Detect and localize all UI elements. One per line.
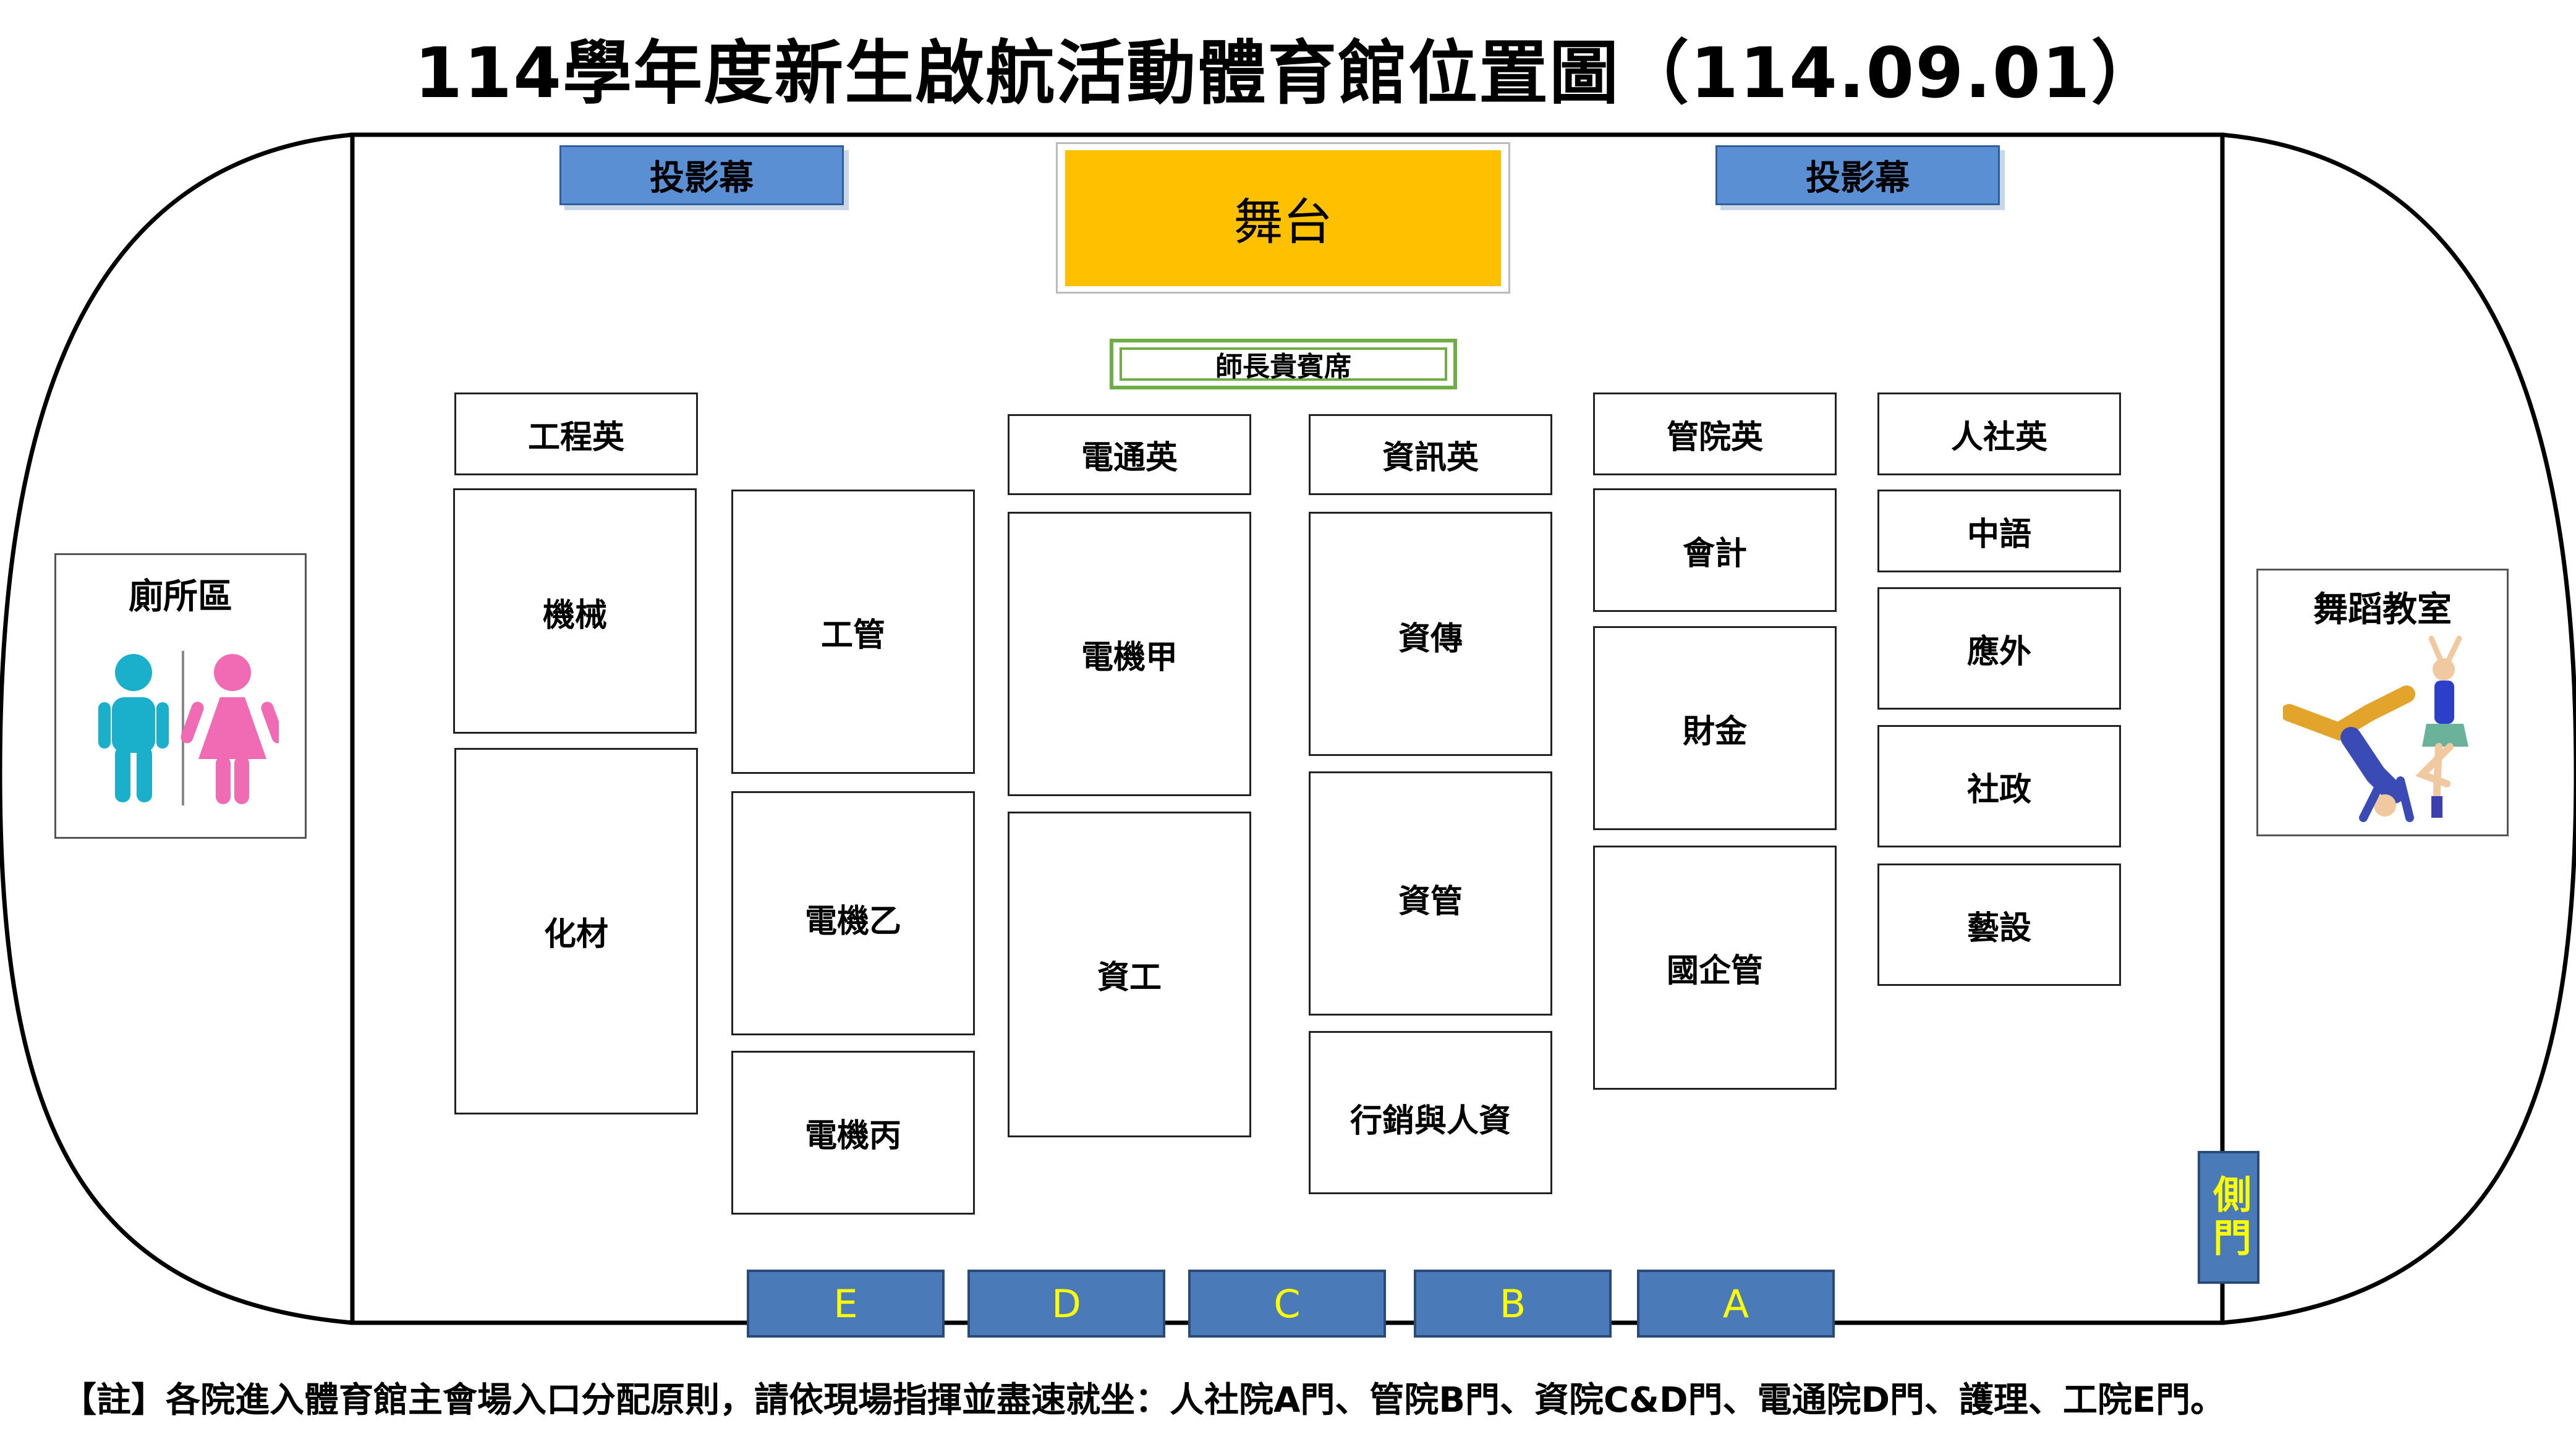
dance-classroom-label: 舞蹈教室 [2313, 590, 2452, 630]
male-icon [98, 654, 169, 802]
section-mechanical: 機械 [453, 488, 697, 734]
section-ee-english: 電通英 [1008, 414, 1251, 495]
door-a[interactable]: A [1637, 1270, 1835, 1338]
dancers-icon [2283, 635, 2468, 822]
section-intl-business: 國企管 [1593, 846, 1837, 1090]
side-door[interactable]: 側門 [2198, 1151, 2259, 1284]
section-accounting: 會計 [1593, 488, 1837, 612]
section-info-english: 資訊英 [1309, 414, 1552, 495]
section-art-design: 藝設 [1877, 864, 2121, 986]
section-ee-a: 電機甲 [1008, 512, 1251, 796]
section-social-politics: 社政 [1877, 725, 2121, 847]
entrance-note: 【註】各院進入體育館主會場入口分配原則，請依現場指揮並盡速就坐：人社院A門、管院… [62, 1380, 2225, 1420]
ballerina-icon [2415, 635, 2468, 818]
female-icon [181, 654, 279, 804]
restroom-area: 廁所區 [54, 553, 307, 839]
section-cs: 資工 [1008, 812, 1251, 1137]
door-e[interactable]: E [747, 1270, 945, 1338]
stage-frame: 舞台 [1056, 142, 1510, 294]
section-hss-english: 人社英 [1877, 393, 2121, 475]
section-industrial-mgmt: 工管 [731, 490, 975, 774]
projector-screen-right: 投影幕 [1715, 145, 2000, 205]
breakdancer-icon [2283, 685, 2415, 822]
door-d[interactable]: D [967, 1270, 1165, 1338]
stage: 舞台 [1065, 150, 1501, 286]
section-ee-b: 電機乙 [731, 791, 975, 1035]
section-eng-english: 工程英 [454, 393, 698, 475]
section-marketing-hr: 行銷與人資 [1309, 1031, 1552, 1194]
restroom-label: 廁所區 [129, 577, 232, 617]
vip-seating-frame: 師長貴賓席 [1110, 339, 1457, 389]
vip-seating: 師長貴賓席 [1120, 347, 1447, 383]
section-info-mgmt: 資管 [1309, 771, 1552, 1016]
section-info-comm: 資傳 [1309, 512, 1552, 756]
section-chinese: 中語 [1877, 490, 2121, 572]
page-title: 114學年度新生啟航活動體育館位置圖（114.09.01） [414, 33, 2162, 114]
door-b[interactable]: B [1414, 1270, 1612, 1338]
section-chem-materials: 化材 [454, 748, 698, 1114]
section-ee-c: 電機丙 [731, 1051, 975, 1215]
dance-classroom: 舞蹈教室 [2256, 569, 2509, 836]
section-applied-foreign-lang: 應外 [1877, 587, 2121, 710]
restroom-icon [98, 651, 279, 805]
section-finance: 財金 [1593, 626, 1837, 830]
section-biz-english: 管院英 [1593, 393, 1837, 475]
projector-screen-left: 投影幕 [559, 145, 844, 205]
side-door-label: 側門 [2206, 1174, 2251, 1261]
door-c[interactable]: C [1188, 1270, 1386, 1338]
